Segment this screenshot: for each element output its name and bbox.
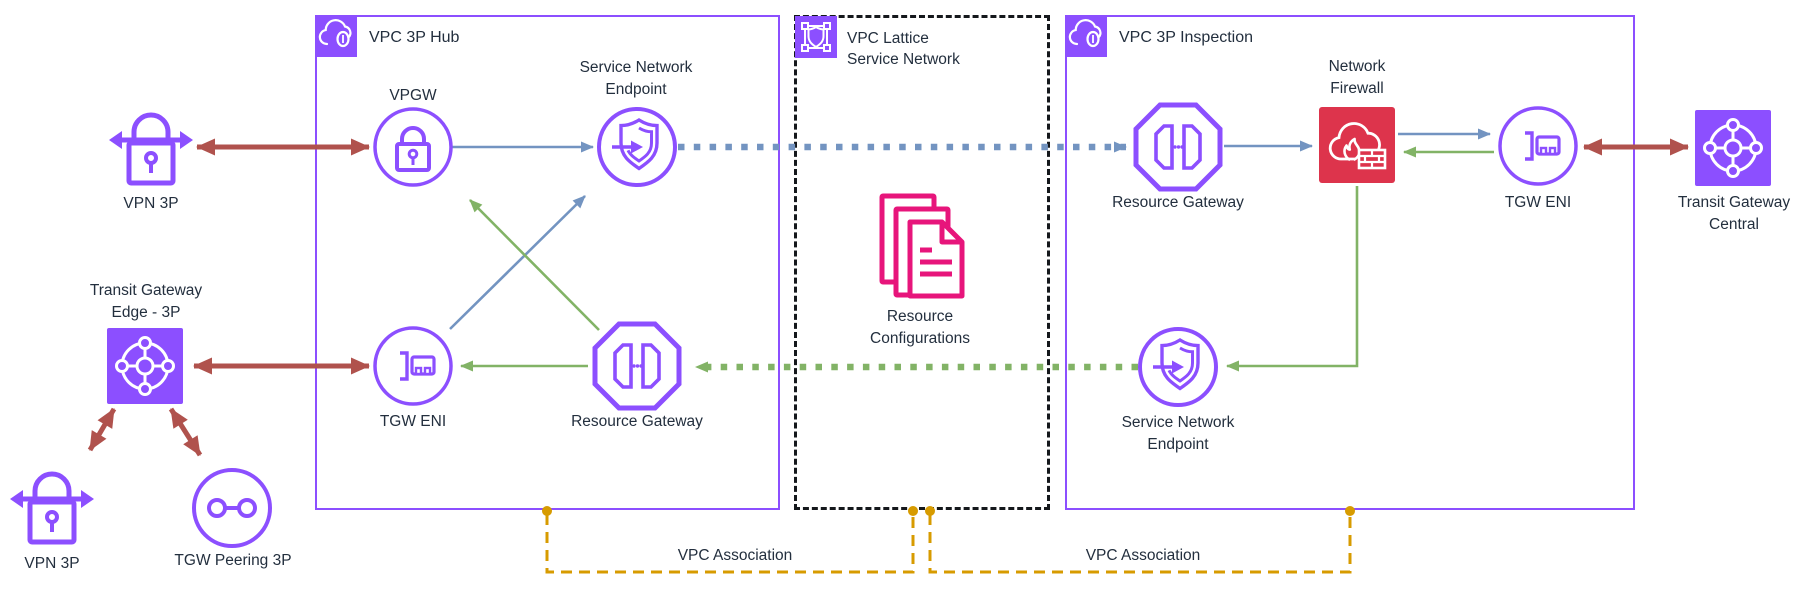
transit-gateway-icon (1695, 110, 1771, 186)
vpc-icon (1065, 15, 1107, 57)
sne-inspection-label: Service Network Endpoint (1121, 414, 1235, 453)
network-card-circle-icon (1498, 106, 1578, 186)
shield-arrow-circle-icon (1138, 327, 1218, 407)
network-firewall-icon (1319, 107, 1395, 183)
node-rg-inspection (1130, 99, 1226, 200)
node-vpn-3p-bottom (6, 456, 98, 557)
tgw-eni-hub-label: TGW ENI (379, 413, 447, 430)
sne-hub-label: Service Network Endpoint (579, 59, 693, 98)
vpc-association-left-line (545, 514, 915, 574)
node-tgw-eni-inspection (1496, 104, 1580, 193)
inspection-title: VPC 3P Inspection (1119, 29, 1254, 46)
vpc-lattice-icon (795, 16, 837, 58)
lock-circle-icon (373, 107, 453, 187)
lattice-title: VPC Lattice Service Network (847, 28, 960, 70)
association-endpoint-dot (1345, 506, 1355, 516)
vpc-lattice-service-network-box: VPC Lattice Service Network (794, 15, 1050, 510)
node-tgw-edge-3p (107, 328, 183, 409)
node-tgw-peering-3p (190, 466, 274, 555)
vpn-3p-top-label: VPN 3P (123, 195, 179, 212)
vpc-icon (315, 15, 357, 57)
stacked-documents-icon (879, 193, 965, 299)
vpc-association-left-label: VPC Association (677, 547, 793, 564)
node-resource-configurations (868, 178, 972, 307)
transit-gateway-icon (107, 328, 183, 404)
node-vpgw (371, 105, 455, 194)
node-rg-hub (589, 318, 685, 419)
rg-hub-label: Resource Gateway (571, 413, 703, 430)
resource-gateway-icon (592, 321, 682, 411)
vpn-icon (10, 471, 94, 545)
shield-arrow-circle-icon (597, 107, 677, 187)
tgw-peering-label: TGW Peering 3P (174, 552, 292, 569)
rg-inspection-label: Resource Gateway (1112, 194, 1244, 211)
resource-configurations-label: Resource Configurations (870, 308, 970, 347)
arrow-tgw-edge-vpn-bottom (87, 407, 117, 452)
tgw-central-label: Transit Gateway Central (1677, 194, 1791, 233)
network-firewall-label: Network Firewall (1328, 58, 1386, 97)
node-tgw-central (1695, 110, 1771, 191)
peering-icon (192, 468, 272, 548)
association-endpoint-dot (908, 506, 918, 516)
network-card-circle-icon (373, 326, 453, 406)
vpn-icon (109, 112, 193, 186)
vpc-association-right-label: VPC Association (1085, 547, 1201, 564)
node-vpn-3p-top (105, 97, 197, 198)
node-network-firewall (1319, 107, 1395, 188)
hub-title: VPC 3P Hub (369, 29, 460, 46)
tgw-edge-label: Transit Gateway Edge - 3P (89, 282, 203, 321)
node-tgw-eni-hub (371, 324, 455, 413)
arrow-tgw-edge-tgw-peering (168, 407, 203, 457)
vpn-3p-bottom-label: VPN 3P (24, 555, 80, 572)
node-sne-hub (595, 105, 679, 194)
arrow-rg-hub-vpgw (469, 199, 600, 331)
tgw-eni-inspection-label: TGW ENI (1504, 194, 1572, 211)
lattice-title-line1: VPC Lattice (847, 30, 929, 47)
vpgw-label: VPGW (389, 87, 437, 104)
arrow-firewall-sne-inspection (1226, 186, 1359, 372)
arrow-tgw-eni-hub-sne-hub (449, 195, 586, 330)
vpc-association-right-line (928, 514, 1352, 574)
lattice-title-line2: Service Network (847, 51, 960, 68)
association-endpoint-dot (542, 506, 552, 516)
resource-gateway-icon (1133, 102, 1223, 192)
association-endpoint-dot (925, 506, 935, 516)
node-sne-inspection (1136, 325, 1220, 414)
